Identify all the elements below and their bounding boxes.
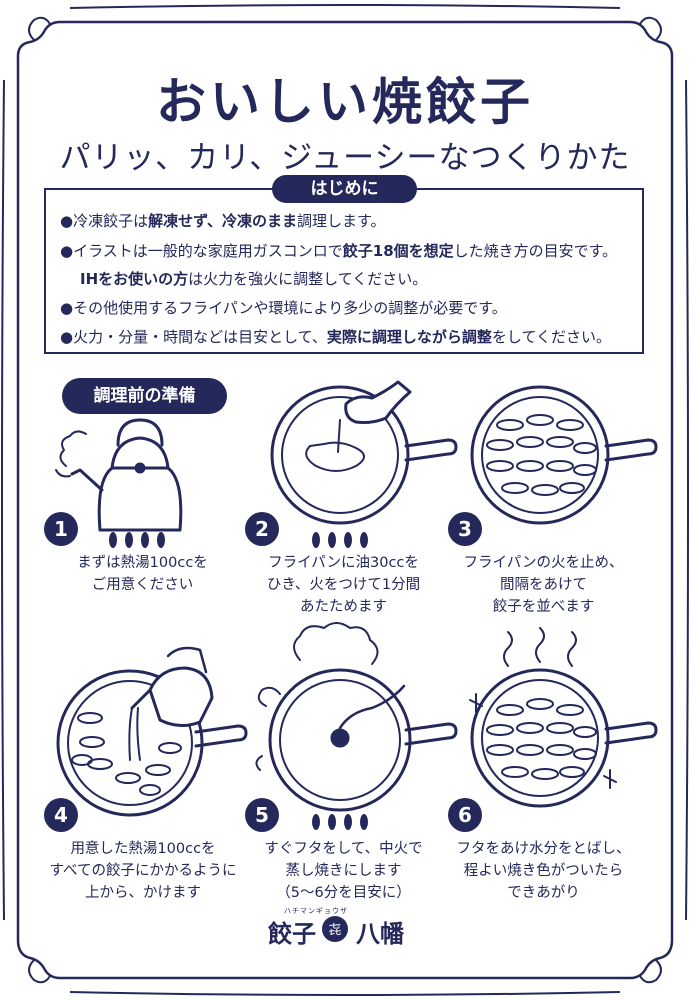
step-6-text: フタをあけ水分をとばし、 程よい焼き色がついたら できあがり [436,838,651,904]
step-6-line-1: フタをあけ水分をとばし、 [456,841,631,857]
intro-line-5: ●火力・分量・時間などは目安として、実際に調理しながら調整をしてください。 [60,326,611,347]
pan-lid-illustration [255,622,458,812]
intro-line-3: IHをお使いの方は火力を強火に調整してください。 [80,268,427,289]
intro-line-2-segment-2: 餃子18個を想定 [342,242,454,260]
step-5-text: すぐフタをして、中火で 蒸し焼きにします （5～6分を目安に） [236,838,451,904]
step-1-number: 1 [44,512,78,546]
intro-line-1-segment-2: 解凍せず、冷凍のまま [148,212,298,230]
step-4-number: 4 [44,798,78,832]
intro-line-1: ●冷凍餃子は解凍せず、冷凍のまま調理します。 [60,210,386,231]
logo-left-text: 餃子 [268,919,316,948]
step-4-line-3: 上から、かけます [85,885,201,901]
logo-emblem-icon: 㐂 [322,916,348,942]
step-3-text: フライパンの火を止め、 間隔をあけて 餃子を並べます [436,552,651,618]
step-5-line-3: （5～6分を目安に） [276,885,411,901]
pan-pour-illustration [56,646,248,817]
pan-oil-illustration [270,380,458,525]
intro-line-3-segment-2: は火力を強火に調整してください。 [188,270,428,288]
step-2-line-2: ひき、火をつけて1分間 [266,577,421,593]
intro-line-3-segment-1: IHをお使いの方 [80,270,189,288]
step-5-line-1: すぐフタをして、中火で [264,841,423,857]
logo-ruby: ハチマンギョウザ [284,907,348,915]
step-3-line-1: フライパンの火を止め、 [463,555,624,571]
kettle-illustration [55,418,183,532]
step-4-line-1: 用意した熱湯100ccを [70,841,216,857]
step-2-text: フライパンに油30ccを ひき、火をつけて1分間 あたためます [236,552,451,618]
pan-finished-illustration [469,627,658,808]
logo-right-text: 八幡 [356,919,404,948]
prep-heading: 調理前の準備 [62,378,227,414]
burner-illustration-1 [109,532,165,548]
step-2-line-3: あたためます [300,599,387,615]
intro-line-1-segment-1: ●冷凍餃子は [60,212,149,230]
step-3-line-2: 間隔をあけて [500,577,587,593]
logo-emblem-char: 㐂 [328,923,341,938]
intro-line-5-segment-3: をしてください。 [491,328,612,346]
intro-line-2-segment-3: した焼き方の目安です。 [453,242,618,260]
step-1-line-2: ご用意ください [91,577,194,593]
page-title: おいしい焼餃子 [156,73,534,131]
pan-gyoza-illustration [470,385,658,525]
step-6-number: 6 [448,798,482,832]
intro-line-2: ●イラストは一般的な家庭用ガスコンロで餃子18個を想定した焼き方の目安です。 [60,240,617,261]
intro-line-5-segment-2: 実際に調理しながら調整 [326,328,492,346]
step-4-line-2: すべての餃子にかかるように [49,863,237,879]
step-3-number: 3 [448,512,482,546]
step-1-line-1: まずは熱湯100ccを [77,555,208,571]
step-2-line-1: フライパンに油30ccを [268,555,419,571]
intro-line-4: ●その他使用するフライパンや環境により多少の調整が必要です。 [60,297,507,318]
step-5-number: 5 [245,798,279,832]
step-1-text: まずは熱湯100ccを ご用意ください [35,552,250,596]
intro-line-2-segment-1: ●イラストは一般的な家庭用ガスコンロで [60,242,343,260]
step-3-line-3: 餃子を並べます [492,599,595,615]
step-6-line-2: 程よい焼き色がついたら [463,863,624,879]
step-4-text: 用意した熱湯100ccを すべての餃子にかかるように 上から、かけます [28,838,258,904]
intro-heading: はじめに [272,175,417,203]
intro-line-4-segment-1: ●その他使用するフライパンや環境により多少の調整が必要です。 [60,299,507,317]
intro-line-1-segment-3: 調理します。 [297,212,386,230]
step-5-line-2: 蒸し焼きにします [285,863,402,879]
burner-illustration-2 [312,532,368,548]
burner-illustration-5 [312,814,368,830]
page-subtitle: パリッ、カリ、ジューシーなつくりかた [59,140,631,176]
step-6-line-3: できあがり [507,885,580,901]
intro-line-5-segment-1: ●火力・分量・時間などは目安として、 [60,328,327,346]
step-2-number: 2 [245,512,279,546]
